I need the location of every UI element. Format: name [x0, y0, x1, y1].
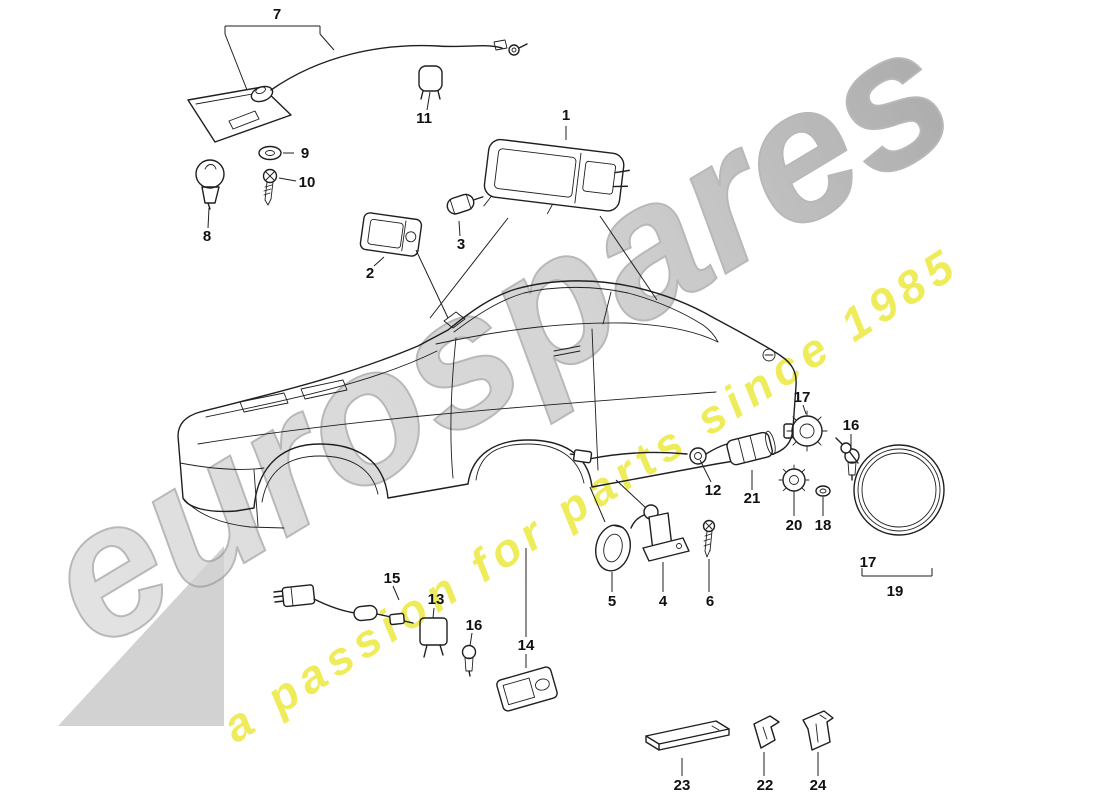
callout-7: 7 [273, 6, 281, 23]
part-15-wiring-harness [273, 584, 414, 626]
part-13-switch [419, 607, 448, 658]
callout-2: 2 [366, 265, 374, 282]
callout-20: 20 [786, 517, 803, 534]
callout-18: 18 [815, 517, 832, 534]
part-9-washer [258, 145, 282, 161]
part-10-screw [262, 168, 278, 206]
callout-8: 8 [203, 228, 211, 245]
part-1-interior-dome-light [483, 138, 630, 215]
part-23-trim-strip [645, 720, 730, 751]
callout-1: 1 [562, 107, 570, 124]
callout-21: 21 [744, 490, 761, 507]
callout-12: 12 [705, 482, 722, 499]
car-body-outline [177, 280, 797, 529]
callout-9: 9 [301, 145, 309, 162]
part-4-lock-bracket [630, 504, 690, 562]
callout-5: 5 [608, 593, 616, 610]
part-17-socket-housing [783, 410, 828, 452]
callout-22: 22 [757, 777, 774, 794]
callout-17-reflector: 17 [860, 554, 877, 571]
part-24-clip [802, 710, 834, 751]
callout-3: 3 [457, 236, 465, 253]
callout-6: 6 [706, 593, 714, 610]
part-6-screw [702, 519, 716, 558]
part-14-side-repeater-lamp [496, 666, 558, 712]
callout-24: 24 [810, 777, 827, 794]
part-16-bulb-lower [461, 644, 477, 677]
part-22-clip [753, 715, 780, 749]
callout-labels: 7 11 9 10 8 1 3 2 17 16 12 21 20 18 17 1… [203, 6, 904, 794]
part-7-switch-plate-and-cable [187, 39, 528, 143]
callout-14: 14 [518, 637, 535, 654]
callout-19: 19 [887, 583, 904, 600]
watermark-layer: eurospares a passion for parts since 198… [7, 0, 986, 752]
callout-16-upper: 16 [843, 417, 860, 434]
part-21-bulb-socket [689, 430, 776, 466]
watermark-wedge-shape [58, 546, 224, 726]
callout-13: 13 [428, 591, 445, 608]
callout-11: 11 [416, 110, 432, 127]
part-8-bulb [195, 159, 225, 210]
part-2-door-courtesy-light [359, 212, 423, 257]
callout-17-upper: 17 [794, 389, 811, 406]
part-3-festoon-bulb [446, 193, 484, 215]
callout-15: 15 [384, 570, 401, 587]
callout-10: 10 [299, 174, 316, 191]
leader-lines [207, 25, 852, 776]
part-18-washer [815, 485, 831, 497]
callout-23: 23 [674, 777, 691, 794]
part-12-wire-lead [569, 449, 688, 464]
part-20-knurled-nut [778, 464, 810, 496]
part-5-grommet [594, 524, 632, 572]
part-19-side-reflector [835, 437, 945, 577]
callout-4: 4 [659, 593, 668, 610]
part-11-cable-clip [418, 65, 443, 100]
callout-16-lower: 16 [466, 617, 483, 634]
